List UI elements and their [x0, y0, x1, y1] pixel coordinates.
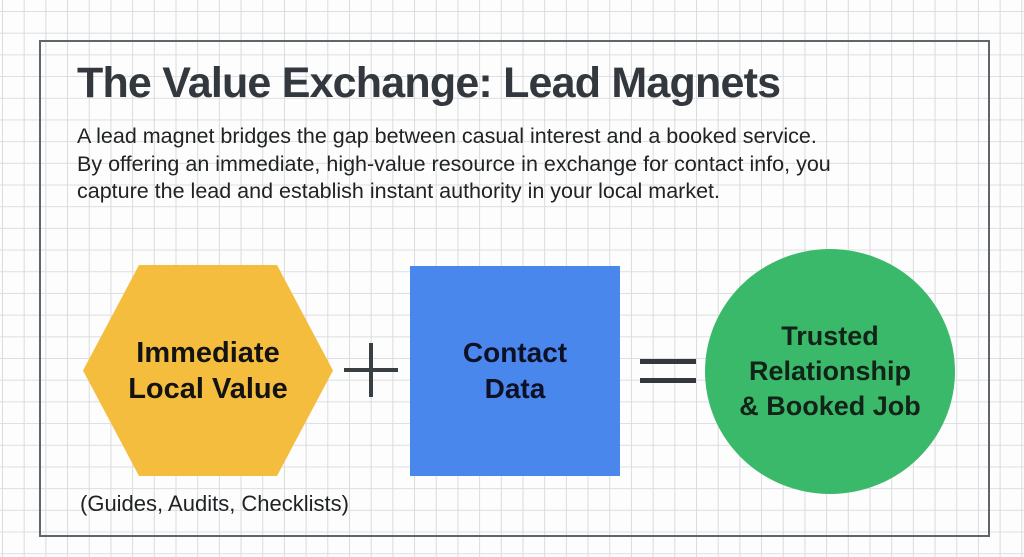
square-contact-data: Contact Data — [410, 266, 620, 476]
hexagon-caption: (Guides, Audits, Checklists) — [80, 491, 349, 516]
square-label-line-2: Data — [484, 373, 546, 404]
hexagon-label-line-1: Immediate — [136, 336, 280, 369]
equals-operator-icon — [640, 359, 696, 383]
plus-operator-icon — [344, 343, 398, 397]
equals-top-bar — [640, 359, 696, 364]
page-title: The Value Exchange: Lead Magnets — [77, 59, 781, 107]
circle-label-line-2: Relationship — [748, 356, 911, 386]
plus-vertical-bar — [369, 343, 373, 397]
hexagon-label-line-2: Local Value — [128, 372, 288, 405]
intro-line-3: capture the lead and establish instant a… — [77, 179, 720, 203]
square-label-line-1: Contact — [462, 337, 568, 368]
circle-label-line-1: Trusted — [781, 321, 879, 351]
intro-line-1: A lead magnet bridges the gap between ca… — [77, 124, 817, 148]
intro-paragraph: A lead magnet bridges the gap between ca… — [77, 123, 831, 206]
hexagon-immediate-local-value: Immediate Local Value — [83, 265, 333, 476]
equals-bottom-bar — [640, 378, 696, 383]
content-card: The Value Exchange: Lead Magnets A lead … — [39, 40, 990, 537]
circle-label-line-3: & Booked Job — [739, 391, 921, 421]
circle-trusted-relationship: Trusted Relationship & Booked Job — [705, 249, 955, 494]
intro-line-2: By offering an immediate, high-value res… — [77, 151, 831, 176]
